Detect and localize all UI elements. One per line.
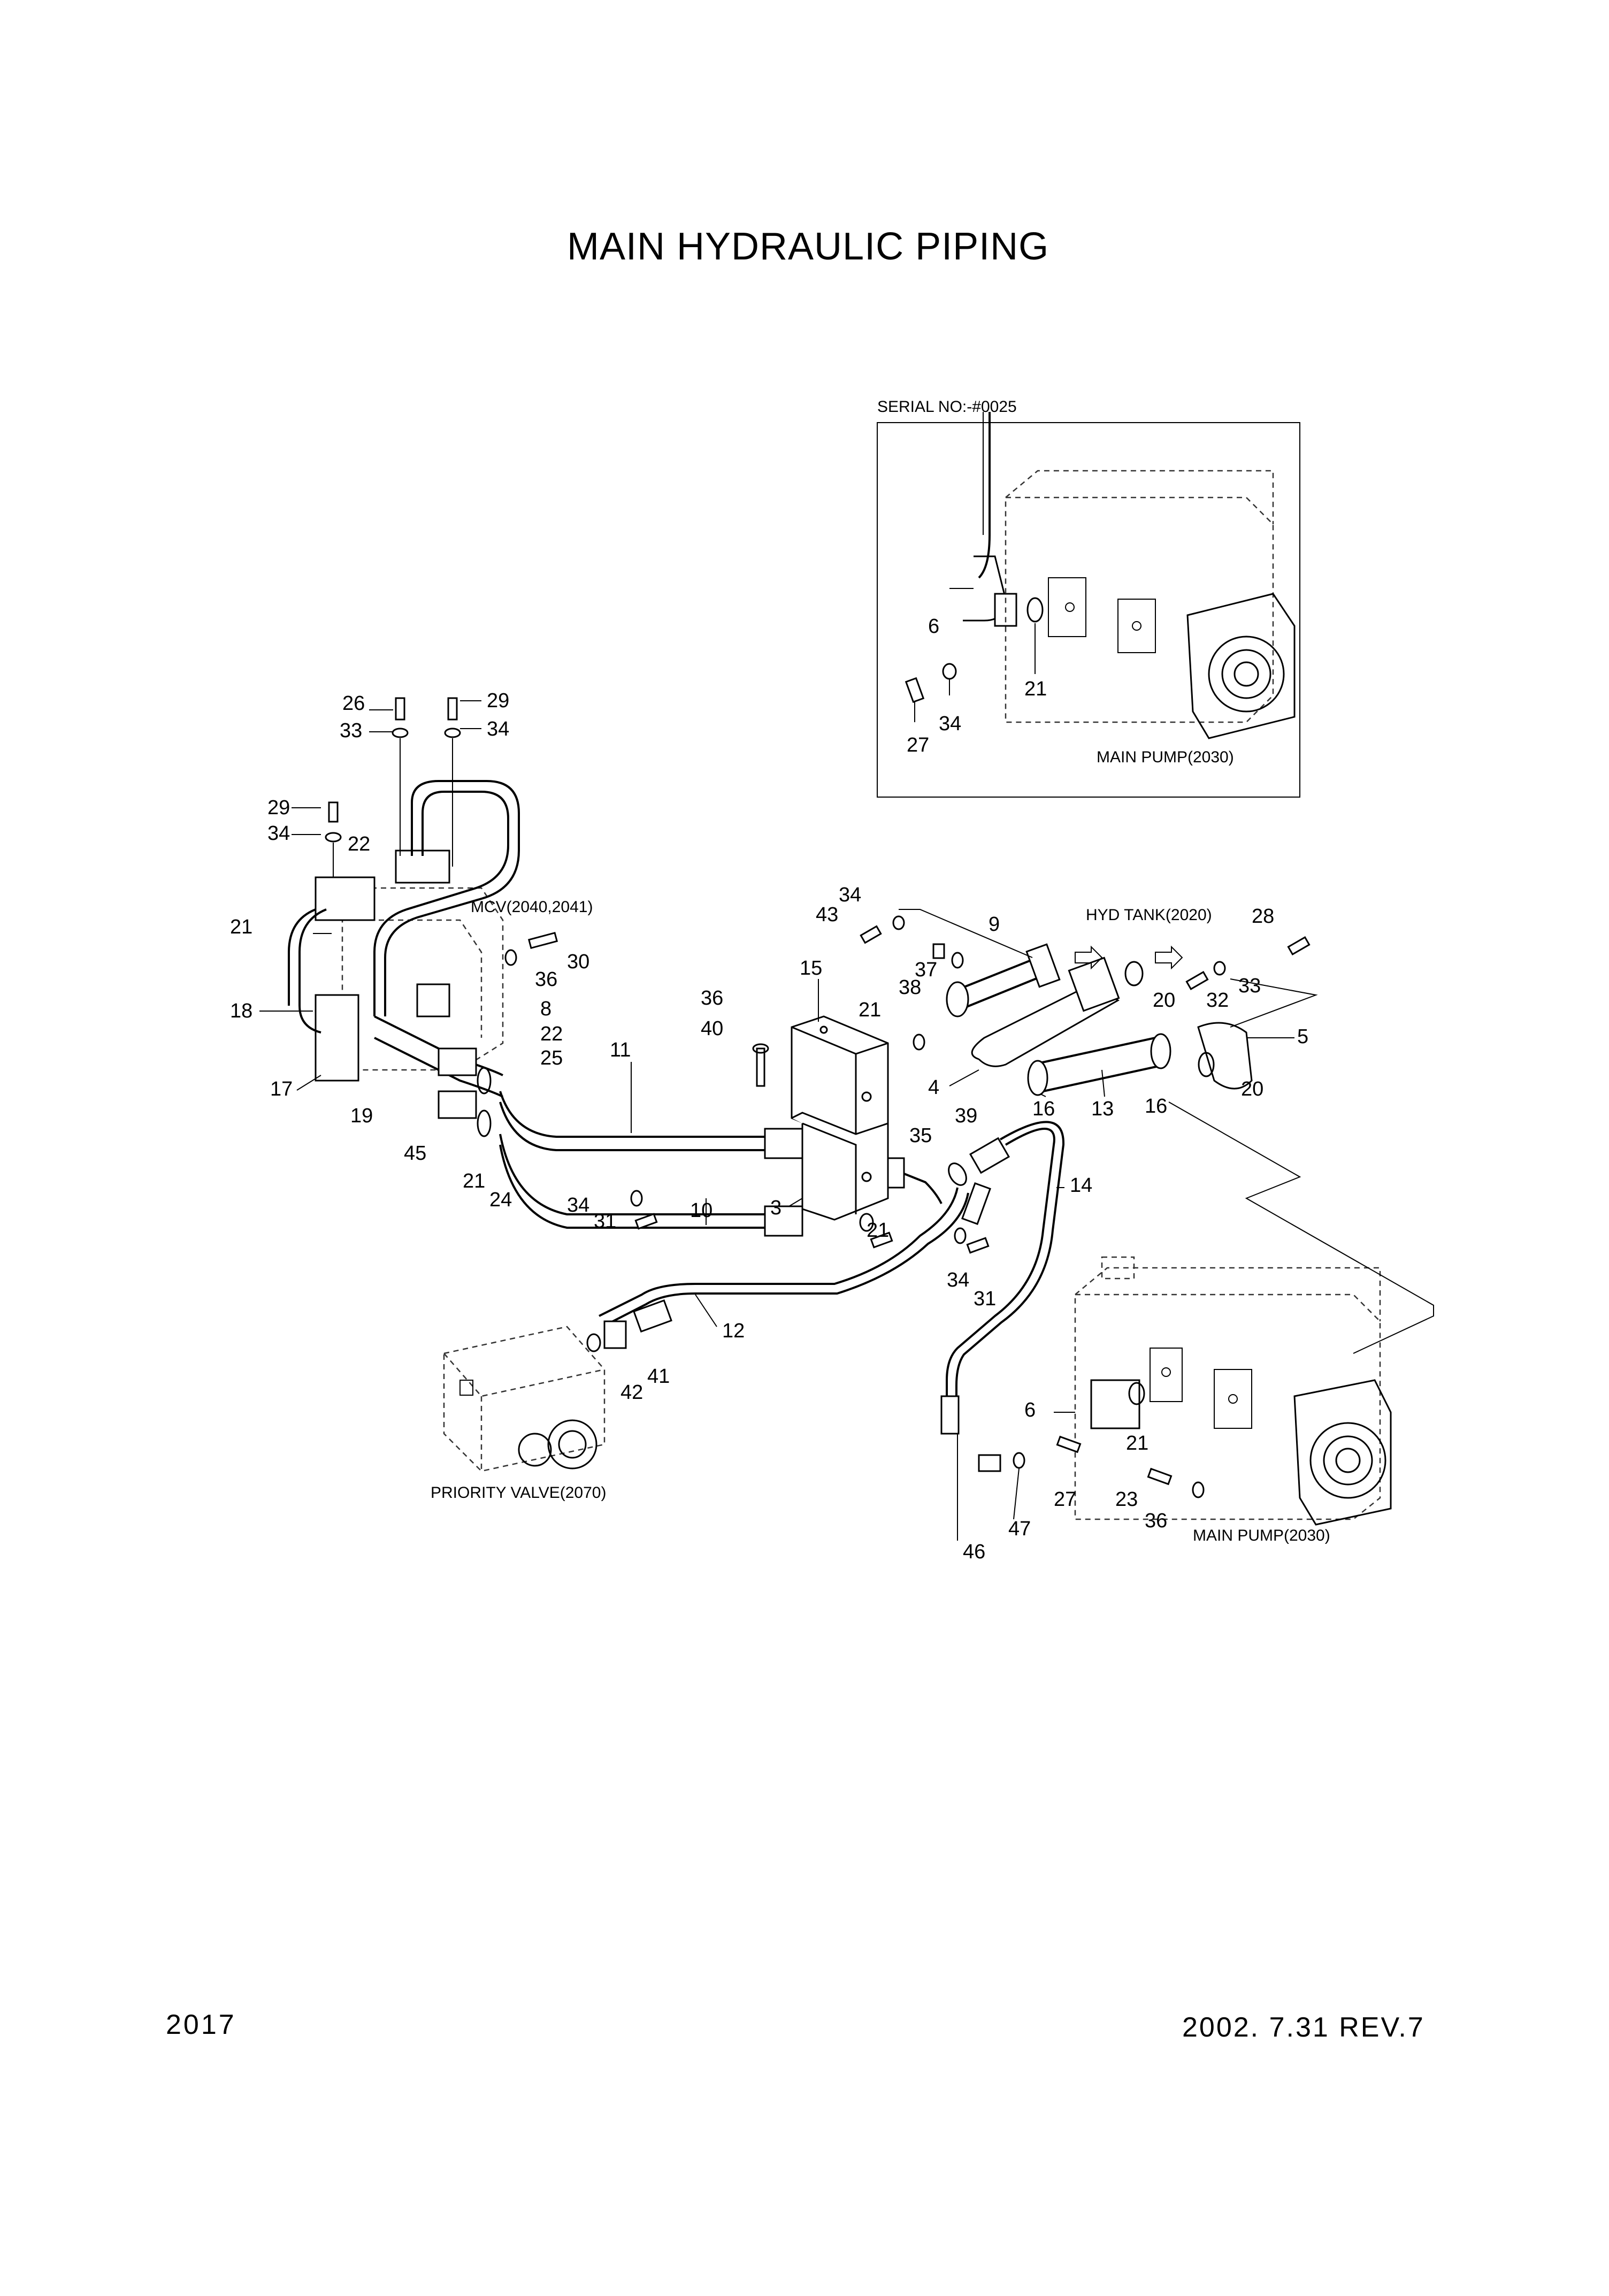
callout-43: 43 [816,904,838,926]
callouts: 26 29 33 34 29 34 22 21 30 36 18 8 22 25… [230,690,1308,1563]
callout-20-b: 20 [1241,1078,1263,1100]
callout-8: 8 [540,998,551,1020]
callout-16-b: 16 [1145,1095,1167,1118]
callout-22-mid: 22 [540,1023,563,1045]
callout-37: 37 [915,959,937,981]
callout-12: 12 [722,1320,745,1342]
main-pump-note: MAIN PUMP(2030) [1193,1527,1330,1544]
callout-39: 39 [955,1105,977,1127]
callout-33-top: 33 [340,720,362,742]
callout-45: 45 [404,1142,426,1165]
callout-36-mcv: 36 [535,968,557,991]
callout-24: 24 [489,1189,512,1211]
diagram-title: MAIN HYDRAULIC PIPING [567,225,1049,268]
callout-14: 14 [1070,1174,1092,1197]
mcv-note: MCV(2040,2041) [471,898,593,916]
callout-27: 27 [1054,1488,1076,1511]
revision-date: 2002. 7.31 REV.7 [1182,2012,1425,2043]
callout-33-tank: 33 [1238,975,1261,997]
callout-31-mid: 31 [594,1210,616,1233]
callout-26: 26 [342,692,365,715]
callout-34-hose: 34 [947,1269,969,1291]
callout-34-top: 34 [487,718,509,740]
callout-17: 17 [270,1078,293,1100]
callout-47: 47 [1008,1518,1031,1540]
page-number: 2017 [166,2009,236,2040]
callout-41: 41 [647,1365,670,1388]
callout-21-block: 21 [867,1219,889,1242]
inset-main-pump [1005,470,1296,739]
pressure-hoses [586,1121,1065,1435]
inset-serial-box: SERIAL NO:-#0025 MAIN PUMP(2030) 6 [877,398,1300,798]
callout-23: 23 [1115,1488,1138,1511]
callout-42: 42 [620,1381,643,1404]
callout-29-left: 29 [267,797,290,819]
callout-18: 18 [230,1000,252,1022]
callout-25: 25 [540,1047,563,1069]
callout-38: 38 [899,976,921,999]
callout-10: 10 [690,1199,712,1222]
tank-return-pipes: HYD TANK(2020) [860,906,1318,1096]
main-pump: MAIN PUMP(2030) [978,1101,1434,1544]
callout-22-top: 22 [348,833,370,855]
callout-27-inset: 27 [907,734,929,756]
callout-21-left: 21 [230,916,252,938]
callout-34-left: 34 [267,822,290,845]
callout-34-tank: 34 [839,884,861,906]
callout-35: 35 [909,1124,932,1147]
mcv-assembly: MCV(2040,2041) [288,697,593,1137]
callout-6: 6 [1024,1399,1036,1421]
callout-40: 40 [701,1017,723,1040]
callout-30: 30 [567,951,589,973]
callout-21-inset: 21 [1024,678,1047,700]
priority-valve-note: PRIORITY VALVE(2070) [431,1484,606,1502]
serial-note: SERIAL NO:-#0025 [877,398,1017,416]
callout-3: 3 [770,1197,781,1219]
callout-13: 13 [1091,1098,1114,1120]
callout-36-block: 36 [701,987,723,1009]
callout-36-pump: 36 [1145,1510,1167,1532]
callout-29-top: 29 [487,690,509,712]
callout-15: 15 [800,957,822,979]
callout-5: 5 [1297,1025,1308,1048]
callout-6-inset: 6 [928,615,939,638]
inset-main-pump-note: MAIN PUMP(2030) [1097,748,1234,766]
callout-21-pump: 21 [1126,1432,1148,1455]
callout-31-hose: 31 [974,1288,996,1310]
pipes-10-11 [499,1091,803,1237]
callout-32: 32 [1206,989,1229,1012]
callout-21-mid: 21 [463,1170,485,1192]
callout-28: 28 [1252,905,1274,928]
callout-4: 4 [928,1076,939,1099]
callout-19: 19 [350,1105,373,1127]
manifold-block [752,1015,889,1221]
callout-16-a: 16 [1032,1098,1055,1120]
priority-valve: PRIORITY VALVE(2070) [431,1326,606,1502]
callout-20-a: 20 [1153,989,1175,1012]
callout-34-mid: 34 [567,1194,589,1216]
callout-34-inset: 34 [939,713,961,735]
callout-21-tank: 21 [859,999,881,1021]
callout-46: 46 [963,1541,985,1563]
callout-9: 9 [989,913,1000,936]
callout-11: 11 [610,1039,631,1061]
hyd-tank-note: HYD TANK(2020) [1086,906,1212,924]
